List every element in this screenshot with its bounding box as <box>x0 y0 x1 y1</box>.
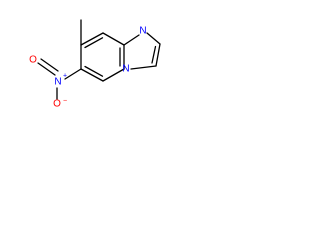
bond-c5-c6-double <box>84 65 104 77</box>
bond-c5-c6 <box>80 68 104 82</box>
nitro-oxygen-bottom-label: O <box>53 99 61 110</box>
nitro-oxygen-top-label: O <box>29 55 37 66</box>
atom-nitro-oxygen-bottom: O − <box>53 98 67 110</box>
bond-nitro-n-o-top <box>37 62 56 76</box>
bond-c2-c3-double <box>151 45 157 64</box>
bond-c7-c8 <box>80 32 104 46</box>
nitro-nitrogen-charge: + <box>63 73 67 80</box>
bond-c8a-n1 <box>123 34 140 46</box>
molecule-structure-diagram: N N N + O O − <box>29 19 161 110</box>
bond-c8-c8a <box>102 32 125 46</box>
atom-nitro-oxygen-top: O <box>29 55 37 66</box>
bond-c7-c8-double <box>84 37 104 49</box>
bond-c3-n4 <box>130 65 157 70</box>
bond-c6-nitro-n <box>64 68 82 80</box>
bond-n1-c2 <box>146 32 161 45</box>
atom-ring-nitrogen: N <box>139 26 146 37</box>
bond-n4-c5 <box>102 68 125 82</box>
atom-nitro-nitrogen: N + <box>54 73 67 88</box>
nitro-oxygen-charge: − <box>63 98 67 105</box>
bond-c2-c3 <box>155 43 161 67</box>
bridgehead-nitrogen-label: N <box>122 64 129 75</box>
atom-bridgehead-nitrogen: N <box>122 64 129 75</box>
nitro-nitrogen-label: N <box>54 77 61 88</box>
ring-nitrogen-label: N <box>139 26 146 37</box>
bond-nitro-n-o-top-double <box>40 58 59 72</box>
